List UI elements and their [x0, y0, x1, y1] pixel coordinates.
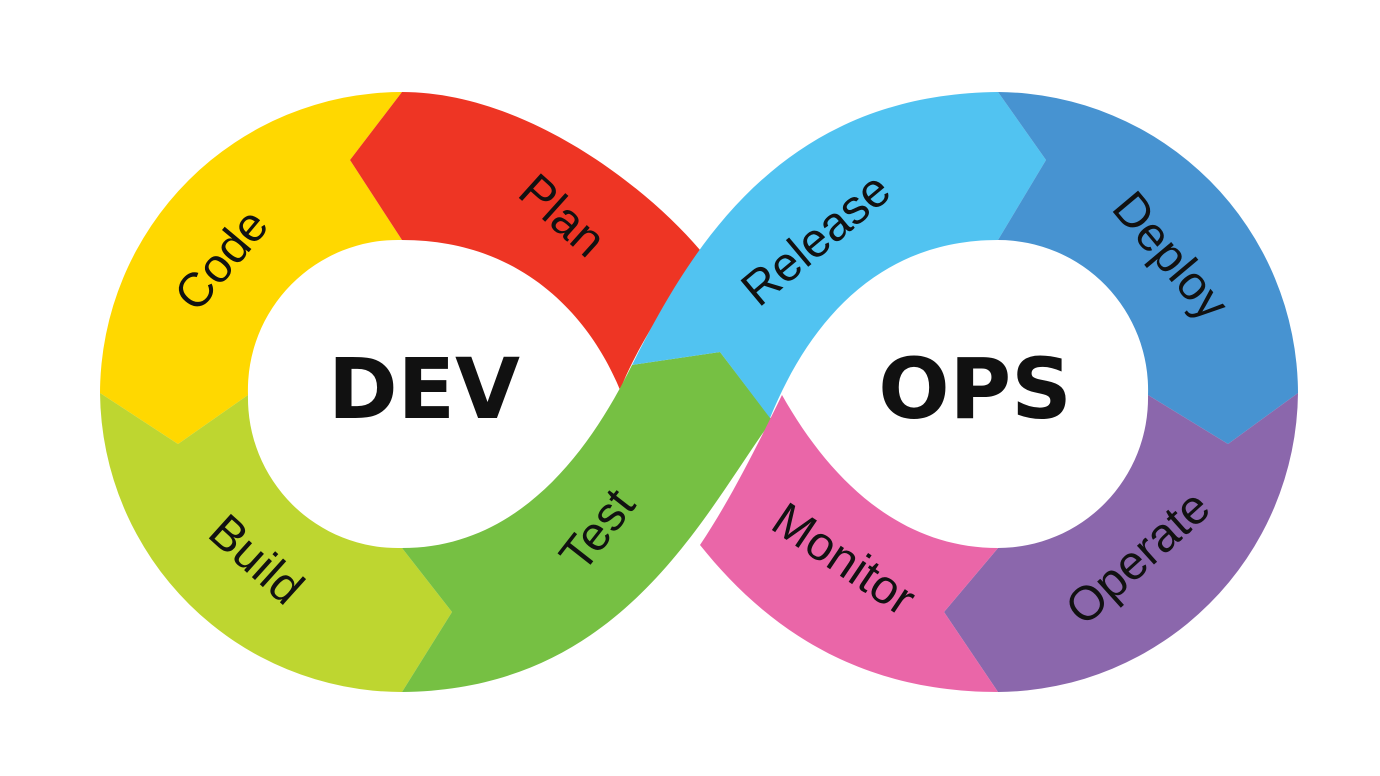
hub-label-ops: OPS: [878, 340, 1071, 438]
segment-test: [402, 352, 772, 692]
segment-plan: [350, 92, 700, 390]
segment-monitor: [700, 395, 998, 692]
segment-code: [100, 92, 402, 444]
segment-release: [632, 92, 1046, 418]
segment-operate: [944, 393, 1298, 692]
segment-deploy: [998, 92, 1298, 444]
hub-label-dev: DEV: [328, 340, 520, 438]
segment-build: [100, 393, 452, 692]
